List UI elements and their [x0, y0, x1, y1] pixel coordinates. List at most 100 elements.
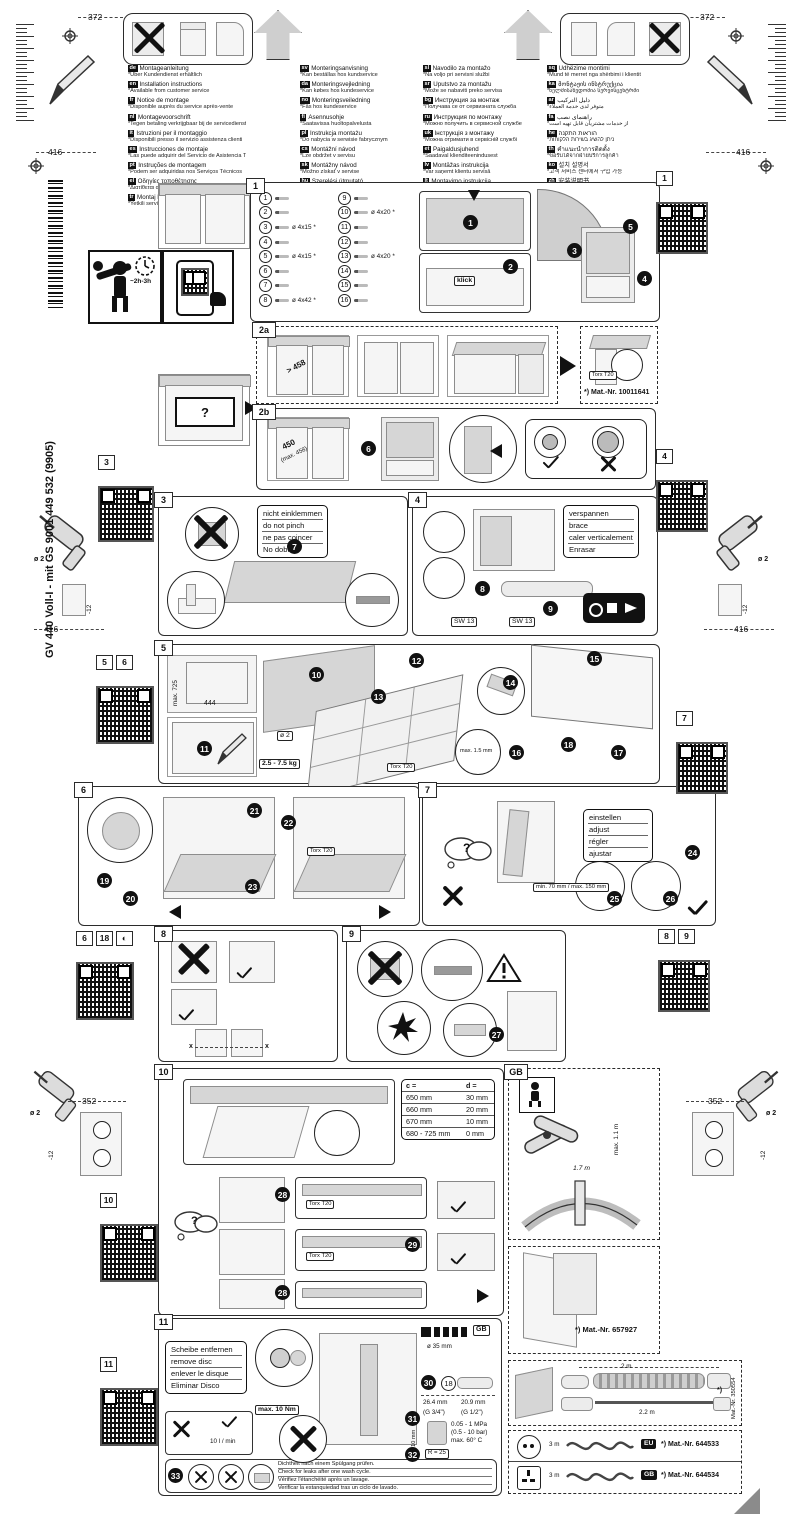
dim-leader	[36, 152, 96, 153]
adjust-legend-black-box	[583, 593, 645, 623]
qr-group-1: 1	[656, 168, 708, 254]
language-title: Installation instructions	[139, 81, 203, 89]
qr-labels: 3	[98, 452, 154, 470]
language-title: Szerelési útmutató	[312, 178, 363, 185]
language-code: cs	[300, 145, 310, 153]
action-badge: 23	[245, 879, 260, 894]
language-note: *고객 서비스 센터에서 구입 가능	[547, 169, 623, 176]
check-icon	[220, 1416, 238, 1430]
cord-icon	[566, 1441, 634, 1451]
question-mark: ?	[463, 841, 471, 855]
language-title: Navodilo za montažo	[432, 65, 491, 72]
action-badge: 9	[543, 601, 558, 616]
hose-extension-box: 2 m 2.2 m *) Mat.-Nr. 350554	[508, 1360, 742, 1426]
eu-socket-icon	[517, 1435, 541, 1459]
drain-elbow-drawing	[561, 1397, 593, 1411]
language-code: et	[423, 145, 431, 153]
part-note: ø 4x15 *	[292, 223, 316, 231]
gb-ref-chip: GB	[473, 1325, 490, 1336]
step-badge: 33	[168, 1468, 183, 1483]
g12-dim: 20.9 mm	[461, 1399, 486, 1406]
language-code: pt	[128, 162, 137, 170]
pressure-2: (0.5 - 10 bar)	[451, 1429, 488, 1436]
language-code: bg	[423, 97, 433, 105]
x-icon	[362, 946, 406, 990]
parts-legend-row: 11	[338, 220, 409, 235]
panel-drawing-2	[553, 1253, 597, 1315]
fix-row-a: Torx T20	[295, 1177, 427, 1219]
language-code: it	[128, 129, 135, 137]
step1-detail-b: klick	[419, 253, 531, 313]
parts-legend-row: 7	[259, 279, 330, 294]
action-badge: 15	[587, 651, 602, 666]
dim-leader	[195, 1047, 263, 1048]
step-3-panel: 3 nicht einklemmen do not pinch ne pas c…	[154, 492, 408, 636]
product-code: GV 440 Voll-I - mit GS 9001 449 532 (990…	[44, 441, 56, 658]
cord-icon	[566, 1472, 634, 1482]
person-lift-pictogram	[519, 1077, 555, 1113]
language-entry: de Montageanleitung *Über Kundendienst e…	[128, 65, 246, 79]
action-badge: 21	[247, 803, 262, 818]
step-7-panel: 7 einstellen adjust régler ajustar ? min…	[418, 782, 716, 926]
fix-row-c	[295, 1281, 427, 1309]
dishwasher-door	[586, 232, 630, 274]
plug-type-chip: GB	[641, 1470, 658, 1481]
qr-step-label: 4	[656, 449, 673, 464]
tool-chip-torx: Torx T20	[387, 763, 416, 773]
language-note: *Do nabycia w serwisie fabrycznym	[300, 136, 388, 143]
table-row: 670 mm 10 mm	[402, 1116, 494, 1128]
part-number: 3	[259, 220, 272, 234]
dim-leader	[579, 1367, 719, 1368]
qr-step-label: 18	[96, 931, 113, 946]
dim-416: 416	[44, 624, 59, 634]
language-title: Notice de montage	[137, 97, 189, 105]
niche-thumbnail-question: ?	[158, 374, 257, 446]
language-title: 安装说明书	[558, 178, 589, 185]
language-entry: fr Notice de montage *Disponible auprès …	[128, 97, 246, 111]
part-number: 4	[259, 235, 272, 249]
language-title: Montážní návod	[311, 145, 356, 153]
part-number: 16	[338, 293, 351, 307]
do-not-pinch-note: nicht einklemmen do not pinch ne pas coi…	[257, 505, 329, 558]
language-note: *Lze obdržet v servisu	[300, 152, 356, 159]
parts-legend-row: 8 ø 4x42 *	[259, 293, 330, 308]
language-note: *Može se nabaviti preko servisa	[423, 88, 502, 95]
qr-code	[676, 742, 728, 794]
adjust-note: einstellen adjust régler ajustar	[583, 809, 653, 862]
qr-step-label: 3	[98, 455, 115, 470]
worktop-fixing-drawing	[507, 991, 557, 1051]
tool-chip: Torx T20	[589, 371, 617, 380]
depth: -12	[48, 1150, 55, 1160]
hinge-detail-circle	[87, 797, 153, 863]
language-note: *ניתן להשיג בשירות הלקוחות	[547, 136, 615, 143]
action-badge: 6	[361, 441, 376, 456]
smartphone-icon	[176, 260, 214, 316]
action-badge: 28	[275, 1187, 290, 1202]
language-title: Montāžas instrukcija	[432, 162, 489, 170]
mat-nr: *) Mat.-Nr. 10011641	[584, 389, 650, 396]
language-title: راهنمای نصب	[556, 113, 593, 121]
cabinet-top-drawing	[223, 561, 357, 603]
language-code: de	[128, 65, 138, 72]
language-code: lt	[423, 178, 430, 186]
language-entry: he הוראות התקנה *ניתן להשיג בשירות הלקוח…	[547, 129, 665, 144]
language-title: Instrukcja montażu	[309, 129, 362, 137]
part-number: 7	[259, 279, 272, 293]
language-code: sl	[423, 65, 431, 72]
depth-gauge	[62, 584, 86, 616]
divider	[421, 1395, 495, 1396]
step-11-panel: 11 Scheibe entfernen remove disc enlever…	[154, 1314, 502, 1496]
language-code: th	[547, 145, 556, 153]
check-icon	[177, 1009, 195, 1023]
language-code: he	[547, 129, 557, 137]
cord-length: 3 m	[549, 1472, 560, 1479]
qr-labels: 7	[676, 708, 728, 726]
language-code: sk	[300, 162, 310, 170]
qr-code	[98, 486, 154, 542]
cabinet-iso	[229, 941, 275, 983]
language-note: *Можно получить в сервисной службе	[423, 120, 522, 127]
language-title: Інструкція з монтажу	[434, 129, 494, 137]
language-list-col1: de Montageanleitung *Über Kundendienst e…	[128, 65, 246, 209]
dishwasher-side-drawing	[473, 509, 555, 571]
